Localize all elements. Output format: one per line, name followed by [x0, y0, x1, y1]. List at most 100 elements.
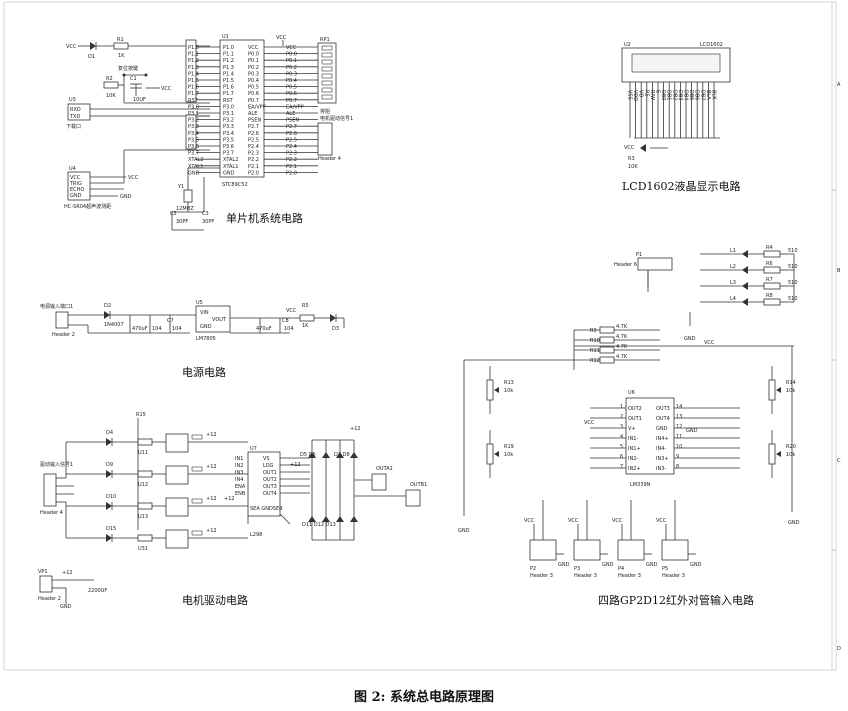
u1-right-pin: P2.4 [248, 144, 259, 150]
rp1-cells [321, 45, 333, 100]
outb-label: OUTB1 [410, 482, 427, 488]
d2-value: 1N4007 [104, 322, 124, 328]
opto-resistor [137, 438, 153, 446]
p3-port-header [185, 114, 197, 150]
ir-sensor-header [661, 539, 689, 561]
ir-led-resistor [763, 282, 781, 290]
u1-right-pin: EA/VPP [248, 104, 266, 110]
u1-left-pin: RST [223, 98, 234, 104]
ir-pot-arrow-icon [494, 387, 499, 393]
ir-header-ref: P2 [530, 566, 536, 572]
power-input-label: 电源输入端口1 [40, 303, 73, 310]
u7-left-pin: ENB [235, 491, 246, 497]
ir-led-icon [742, 298, 748, 306]
ir-gnd-label: GND [684, 336, 696, 342]
ir-vcc-label: VCC [704, 340, 715, 346]
rp1-ref: RP1 [320, 37, 330, 43]
c9-value: 2200UF [88, 588, 107, 594]
resistor-r1 [113, 42, 129, 50]
ir-header-label: Header 3 [618, 573, 641, 579]
u7-right-pin: OUT1 [263, 470, 277, 476]
ir-pullup-value: 4.7K [616, 354, 628, 360]
u1-right-pin: P2.6 [248, 131, 259, 137]
u1-right-pin: P2.7 [248, 124, 259, 130]
ir-pot-ref: R19 [504, 444, 514, 450]
ir-sensor-header [617, 539, 645, 561]
u1-chip-name: STC89C52 [222, 182, 248, 188]
ir-pot-arrow-icon [776, 387, 781, 393]
u6-left-pin-num: 3 [620, 424, 623, 430]
u7-pins: IN1IN2IN3IN4ENAENBVSLOGOUT1OUT2OUT3OUT4S… [235, 456, 310, 525]
outa-label: OUTA1 [376, 466, 393, 472]
d3-ref: D3 [332, 326, 339, 332]
rp1-resistor-cell [321, 73, 333, 79]
u6-left-pin: OUT1 [628, 416, 642, 422]
ir-header-vcc: VCC [656, 518, 667, 524]
c8-value: 104 [284, 326, 294, 332]
u7-left-pin: IN3 [235, 470, 243, 476]
u1-right-net: P2.1 [286, 164, 297, 170]
ir-header-gnd: GND [690, 562, 702, 568]
u6-left-pin-num: 6 [620, 454, 623, 460]
u1-right-net: ALE [286, 111, 295, 117]
figure-caption: 图 2: 系统总电路原理图 [354, 690, 494, 705]
motor-title: 电机驱动电路 [182, 593, 248, 607]
opto-diode-ref: D10 [106, 494, 116, 500]
motor-section: 驱动输入信号1 Header 4 R15 D4U11+12D9U12+12D10… [38, 412, 427, 610]
rp1-resistor-cell [321, 45, 333, 51]
ir-header-gnd: GND [558, 562, 570, 568]
u1-left-pin: XTAL2 [223, 157, 238, 163]
ir-header-label: Header 3 [574, 573, 597, 579]
u6-vcc-label: VCC [584, 420, 595, 426]
ir-header-vcc: VCC [612, 518, 623, 524]
r15-ref: R15 [136, 412, 146, 418]
ir-sensor-header [529, 539, 557, 561]
u1-right-pin: ALE [248, 111, 257, 117]
ir-led-ref: L2 [730, 264, 736, 270]
c-out-value: 470uF [256, 326, 272, 332]
optocoupler [165, 529, 189, 549]
u1-right-net: P2.2 [286, 157, 297, 163]
lcd-pin-label: DB1 [666, 90, 672, 100]
u6-right-pin-num: 10 [676, 444, 682, 450]
u1-right-net: P0.7 [286, 98, 297, 104]
u3-pin-rxd: RXD [70, 107, 81, 113]
u7-sense-pins: SEA GNDSEB [250, 506, 283, 512]
ir-led-resistor-value: 510 [788, 248, 798, 254]
p-port-pin: XTAL1 [188, 164, 203, 170]
ir-led-resistor-ref: R6 [766, 261, 773, 267]
rp1-resistor-cell [321, 80, 333, 86]
p-port-pin: P1.1 [188, 52, 199, 58]
u6-right-pin-num: 8 [676, 464, 679, 470]
motor-signal-label: 电机驱动信号1 [320, 115, 353, 122]
u1-right-net: P2.4 [286, 144, 297, 150]
u1-left-pin: GND [223, 170, 235, 176]
u5-ref: U5 [196, 300, 203, 306]
ir-header-ref: P5 [662, 566, 668, 572]
u6-right-pin-num: 12 [676, 424, 682, 430]
u1-right-net: EA/VPP [286, 104, 304, 110]
opto-v12-label: +12 [206, 496, 217, 502]
zone-label-a: A [837, 82, 841, 88]
lcd-pot-arrow-icon [640, 144, 646, 152]
p-port-pin: P1.6 [188, 85, 199, 91]
u7-name: L298 [250, 532, 262, 538]
u1-right-pin: VCC [248, 45, 259, 51]
u4-gnd-label: GND [120, 194, 132, 200]
u4-vcc-label: VCC [128, 175, 139, 181]
ir-pullup-ref: R12 [590, 358, 600, 364]
vp1-ref: VP1 [38, 569, 48, 575]
lcd-pin-label: VO [638, 90, 644, 97]
ir-pot-value: 10k [786, 452, 795, 458]
lcd-vcc-label: VCC [624, 145, 635, 151]
rp1-resistor-cell [321, 87, 333, 93]
u6-right-pin: IN4+ [656, 436, 669, 442]
resistor-r5 [299, 314, 315, 322]
ir-header-label: Header 3 [530, 573, 553, 579]
ir-pullup-value: 4.7K [616, 344, 628, 350]
outb-header [405, 489, 421, 507]
lcd-r3-value: 10K [628, 164, 638, 170]
